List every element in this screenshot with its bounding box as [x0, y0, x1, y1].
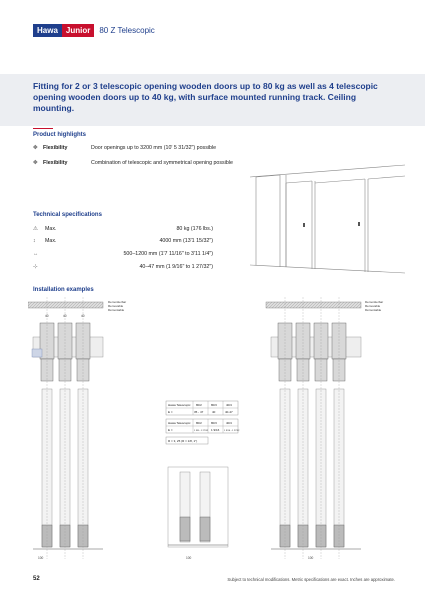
brand-name-hawa: Hawa [33, 24, 62, 37]
table-cell: 35 - 47 [194, 410, 204, 414]
radius-note: R = 3, 25 (R = 1/8, 1") [165, 436, 209, 445]
dim-label: 40 [63, 314, 67, 318]
width-icon: ↔ [33, 251, 39, 257]
spec-label: Max. [45, 238, 57, 244]
e-table-metric: Hawa Telescopic 80/2 80/3 40/4 E = 35 - … [165, 400, 239, 416]
middle-installation-drawing [167, 466, 229, 548]
dim-label: 100 [186, 556, 192, 560]
height-icon: ↕ [33, 238, 36, 244]
flexibility-icon: ✥ [33, 145, 38, 151]
right-installation-drawing [265, 297, 362, 559]
table-header: 80/2 [196, 403, 202, 407]
table-cell: 1 9/16 - 1 27/32 [224, 430, 240, 432]
brand-logo: Hawa Junior 80 Z Telescopic [33, 24, 160, 37]
installation-title: Installation examples [33, 287, 94, 293]
flexibility-icon: ✥ [33, 160, 38, 166]
footer-note: Subject to technical modifications. Metr… [227, 577, 395, 582]
spec-item: ⊹ 40–47 mm (1 9/16" to 1 27/32") [33, 264, 213, 270]
spec-value: 500–1200 mm (1'7 11/16" to 3'11 1/4") [123, 251, 213, 257]
table-header: 40/4 [226, 403, 232, 407]
spec-item: ⚠ Max. 80 kg (176 lbs.) [33, 226, 213, 232]
highlight-label: Flexibility [43, 160, 68, 166]
table-header: 40/4 [226, 421, 232, 425]
dim-label: 100 [38, 556, 44, 560]
table-cell: 40-47 [225, 410, 233, 414]
thickness-icon: ⊹ [33, 264, 38, 270]
table-header: 80/3 [211, 403, 217, 407]
table-header: 80/2 [196, 421, 202, 425]
spec-label: Max. [45, 226, 57, 232]
highlight-label: Flexibility [43, 145, 68, 151]
table-cell: 40 [212, 410, 216, 414]
spec-item: ↔ 500–1200 mm (1'7 11/16" to 3'11 1/4") [33, 251, 213, 257]
highlight-item: ✥ Flexibility Door openings up to 3200 mm… [33, 145, 261, 152]
dim-label: 40 [45, 314, 49, 318]
door-illustration [250, 164, 405, 274]
product-title: 80 Z Telescopic [99, 26, 155, 35]
table-header: Hawa Telescopic [168, 421, 191, 425]
svg-text:R = 3, 25 (R = 1/8, 1"): R = 3, 25 (R = 1/8, 1") [168, 439, 197, 443]
headline-band [0, 74, 425, 126]
left-installation-drawing [28, 297, 104, 559]
highlight-text: Door openings up to 3200 mm (10' 5 31/32… [91, 145, 217, 151]
spec-label [45, 251, 123, 257]
page-headline: Fitting for 2 or 3 telescopic opening wo… [33, 81, 378, 113]
table-header: Hawa Telescopic [168, 403, 191, 407]
dim-label: 100 [308, 556, 314, 560]
weight-icon: ⚠ [33, 226, 38, 232]
highlight-item: ✥ Flexibility Combination of telescopic a… [33, 160, 261, 167]
table-row-label: E = [168, 428, 173, 432]
e-table-inch: Hawa Telescopic 80/2 80/3 40/4 E = 1 3/8… [165, 418, 240, 434]
table-row-label: E = [168, 410, 173, 414]
dim-label: 40 [81, 314, 85, 318]
spec-value: 80 kg (176 lbs.) [176, 226, 213, 232]
spec-value: 40–47 mm (1 9/16" to 1 27/32") [139, 264, 213, 270]
table-cell: 1 3/8 - 1 27/32 [194, 430, 209, 432]
spec-item: ↕ Max. 4000 mm (13'1 15/32") [33, 238, 213, 244]
spec-value: 4000 mm (13'1 15/32") [159, 238, 213, 244]
brand-name-junior: Junior [61, 24, 95, 37]
table-header: 80/3 [211, 421, 217, 425]
divider [33, 128, 53, 129]
table-cell: 1 9/16 [211, 428, 220, 432]
highlight-text: Combination of telescopic and symmetrica… [91, 160, 233, 166]
spec-label [45, 264, 139, 270]
highlights-title: Product highlights [33, 132, 86, 138]
page-number: 52 [33, 576, 40, 582]
specs-title: Technical specifications [33, 212, 102, 218]
